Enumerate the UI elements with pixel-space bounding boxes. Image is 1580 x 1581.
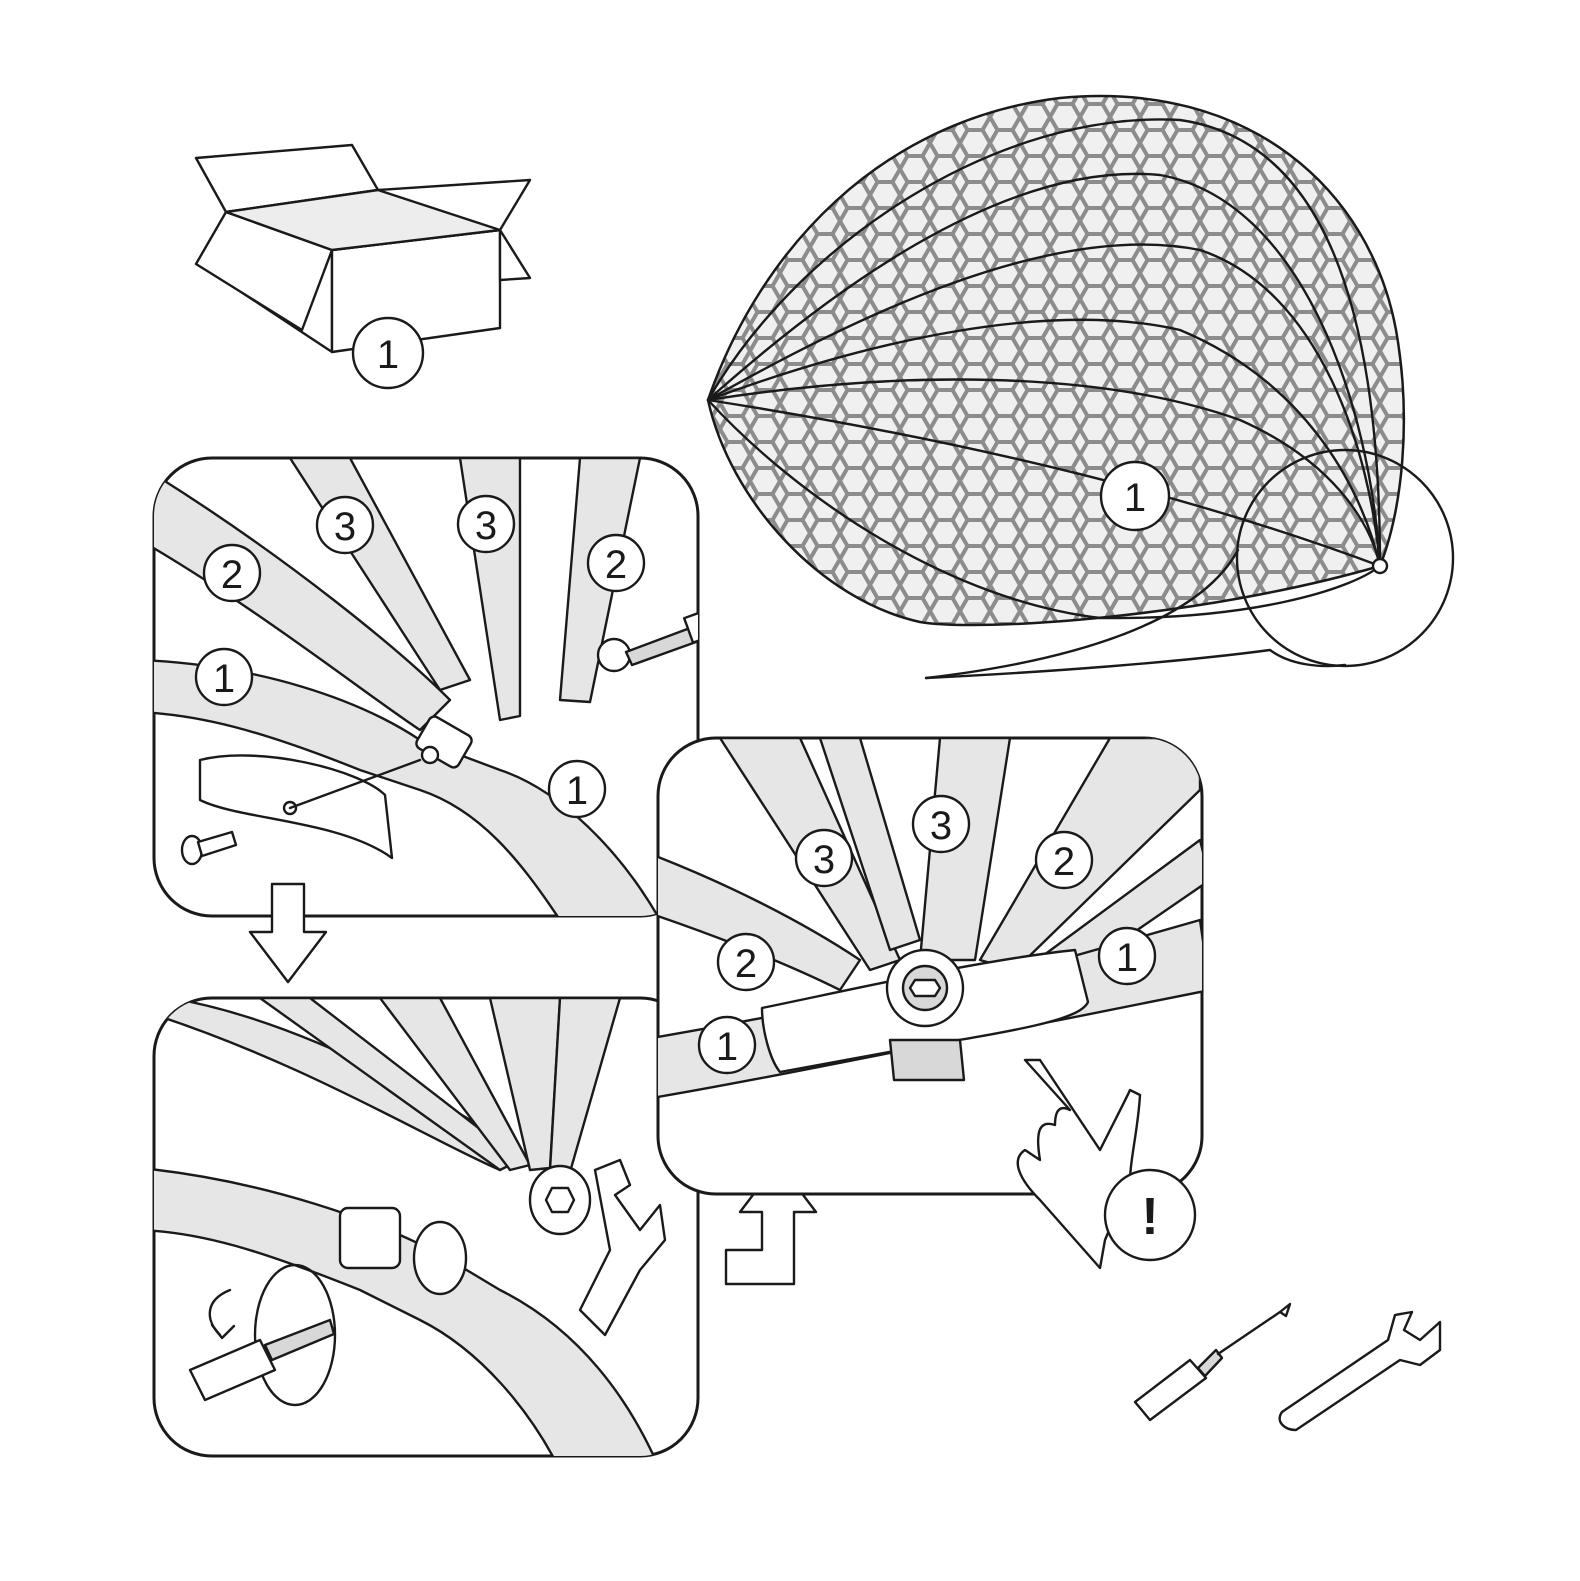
- r-label-3a: 3: [794, 828, 854, 888]
- svg-text:2: 2: [221, 553, 243, 597]
- wrench-icon: [1278, 1310, 1442, 1432]
- box-part-callout: 1: [351, 316, 425, 390]
- r-label-1b: 1: [1097, 926, 1157, 986]
- canopy-part-callout: 1: [1099, 460, 1171, 532]
- panel-hub-tighten: [152, 996, 700, 1458]
- r-label-3b: 3: [911, 794, 971, 854]
- tl-label-2a: 2: [202, 543, 262, 603]
- box-part-number: 1: [377, 333, 399, 377]
- svg-text:1: 1: [566, 769, 588, 813]
- panel-hub-exploded: 3 3 2 2 1 1: [152, 456, 700, 918]
- r-label-1a: 1: [697, 1015, 757, 1075]
- svg-text:3: 3: [813, 838, 835, 882]
- tl-label-3b: 3: [456, 494, 516, 554]
- tl-label-3a: 3: [315, 495, 375, 555]
- magnifier-callout: [924, 448, 1455, 680]
- tl-label-1a: 1: [194, 647, 254, 707]
- canopy-frame: [706, 94, 1406, 627]
- tl-label-1b: 1: [547, 759, 607, 819]
- screwdriver-icon: [1133, 1302, 1292, 1422]
- svg-text:1: 1: [1116, 936, 1138, 980]
- box-icon: [194, 143, 532, 354]
- canopy-part-number: 1: [1124, 476, 1146, 520]
- panel-hub-assembled: 3 3 2 2 1 1: [656, 736, 1204, 1196]
- svg-text:2: 2: [735, 942, 757, 986]
- svg-text:3: 3: [334, 505, 356, 549]
- down-arrow-icon: [248, 882, 328, 984]
- r-label-2a: 2: [716, 932, 776, 992]
- svg-text:1: 1: [213, 657, 235, 701]
- tl-label-2b: 2: [586, 533, 646, 593]
- r-label-2b: 2: [1034, 830, 1094, 890]
- svg-text:3: 3: [930, 804, 952, 848]
- warning-badge: !: [1103, 1168, 1197, 1262]
- svg-text:1: 1: [716, 1025, 738, 1069]
- svg-text:2: 2: [605, 543, 627, 587]
- svg-text:2: 2: [1053, 840, 1075, 884]
- svg-text:3: 3: [475, 504, 497, 548]
- warning-mark: !: [1141, 1188, 1158, 1246]
